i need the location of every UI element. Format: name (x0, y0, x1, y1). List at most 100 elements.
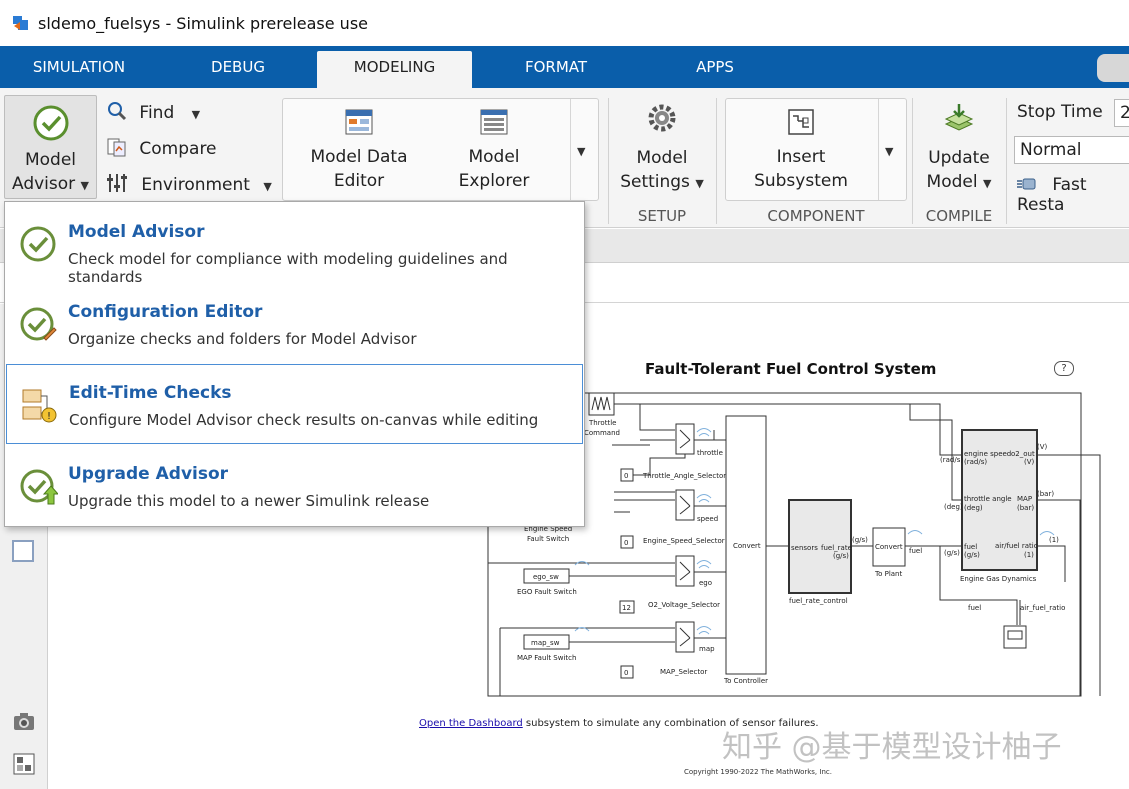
camera-icon[interactable] (12, 710, 36, 732)
model-data-editor-button[interactable]: Model Data Editor (303, 107, 415, 193)
separator (608, 98, 609, 224)
model-browser-icon[interactable] (12, 752, 36, 776)
model-data-editor-label-1: Model Data (310, 147, 408, 167)
component-gallery: Insert Subsystem ▼ (725, 98, 907, 201)
rads-unit: (rad/s) (964, 458, 987, 466)
one-unit: (1) (1024, 551, 1034, 559)
sensors-port-label: sensors (791, 544, 818, 552)
gs-unit-label: (g/s) (852, 536, 868, 544)
svg-text:!: ! (47, 411, 51, 422)
throttle-selector-switch[interactable] (675, 423, 695, 455)
tab-apps[interactable]: APPS (696, 58, 734, 76)
stop-time-input[interactable]: 2 (1114, 99, 1129, 127)
fuel-rate-control-subsystem[interactable] (788, 499, 852, 594)
const-block[interactable] (620, 535, 634, 549)
copyright-text: Copyright 1990-2022 The MathWorks, Inc. (684, 768, 832, 776)
gallery-divider (570, 99, 571, 200)
insert-subsystem-label-2: Subsystem (754, 171, 848, 191)
model-settings-button[interactable]: Model Settings ▼ (612, 102, 712, 196)
tab-format[interactable]: FORMAT (524, 58, 588, 76)
edit-time-checks-icon: ! (22, 389, 57, 423)
map-port: MAP (1017, 495, 1032, 503)
o2-out-port: o2_out (1011, 450, 1035, 458)
tab-simulation[interactable]: SIMULATION (32, 58, 126, 76)
check-circle-pencil-icon (20, 307, 57, 341)
title-bar: sldemo_fuelsys - Simulink prerelease use (0, 0, 1129, 46)
map-fault-label: MAP Fault Switch (517, 654, 576, 662)
map-port-label: map (699, 645, 715, 653)
const-block[interactable] (620, 665, 634, 679)
map-switch-label: map_sw (531, 639, 560, 647)
model-explorer-label-2: Explorer (458, 171, 530, 191)
gallery-expand-chevron-icon[interactable]: ▼ (577, 145, 586, 158)
o2-selector-label: O2_Voltage_Selector (648, 601, 720, 609)
model-settings-label-1: Model (636, 148, 688, 168)
data-editor-icon (345, 109, 373, 135)
const-value-0: 0 (624, 472, 628, 480)
throttle-angle-port: throttle angle (964, 495, 1012, 503)
subsystem-icon (788, 109, 814, 135)
menu-item-upgrade-advisor[interactable]: Upgrade Advisor Upgrade this model to a … (6, 446, 583, 526)
model-advisor-label-1: Model (24, 150, 77, 170)
fast-restart-label: Fast Resta (1017, 175, 1087, 215)
help-question-icon[interactable]: ? (1054, 361, 1074, 376)
find-button[interactable]: Find ▼ (106, 100, 200, 123)
model-explorer-label-1: Model (468, 147, 520, 167)
throttle-selector-label: Throttle_Angle_Selector (642, 472, 726, 480)
fuel-signal-label: fuel (968, 604, 981, 612)
gallery-expand-chevron-icon[interactable]: ▼ (885, 145, 894, 158)
menu-item-title: Model Advisor (68, 222, 205, 242)
chevron-down-icon: ▼ (263, 180, 272, 193)
simulink-app-icon (13, 16, 28, 30)
to-controller-block[interactable] (725, 415, 767, 675)
fast-restart-button[interactable]: Fast Resta (1017, 175, 1129, 215)
model-advisor-button[interactable]: Model Advisor ▼ (4, 95, 97, 199)
tab-modeling[interactable]: MODELING (317, 51, 472, 88)
insert-subsystem-button[interactable]: Insert Subsystem (738, 107, 864, 193)
environment-button[interactable]: Environment ▼ (106, 172, 272, 195)
model-data-editor-label-2: Editor (333, 171, 385, 191)
update-model-label-2: Model (926, 172, 978, 192)
map-selector-switch[interactable] (675, 621, 695, 653)
open-dashboard-link[interactable]: Open the Dashboard (419, 718, 523, 729)
gs-unit: (g/s) (944, 549, 960, 557)
to-plant-block[interactable] (872, 527, 906, 567)
menu-item-title: Edit-Time Checks (69, 383, 232, 403)
engine-selector-label: Engine_Speed_Selector (643, 537, 725, 545)
to-plant-label: To Plant (874, 570, 902, 578)
throttle-command-label-2: Command (584, 429, 620, 437)
throttle-port-label: throttle (697, 449, 723, 457)
menu-item-configuration-editor[interactable]: Configuration Editor Organize checks and… (6, 284, 583, 364)
one-unit: (1) (1049, 536, 1059, 544)
insert-subsystem-label-1: Insert (776, 147, 826, 167)
engine-speed-selector-switch[interactable] (675, 489, 695, 521)
simulation-mode-select[interactable]: Normal (1014, 136, 1129, 164)
throttle-command-block[interactable] (588, 392, 615, 416)
separator (912, 98, 913, 224)
menu-item-description: Upgrade this model to a newer Simulink r… (68, 492, 430, 510)
fast-restart-icon (1017, 178, 1036, 190)
menu-item-model-advisor[interactable]: Model Advisor Check model for compliance… (6, 204, 583, 286)
const-block[interactable] (619, 600, 635, 614)
ribbon-collapse-corner[interactable] (1097, 54, 1129, 82)
menu-item-title: Upgrade Advisor (68, 464, 229, 484)
model-explorer-button[interactable]: Model Explorer (445, 107, 543, 193)
tab-debug[interactable]: DEBUG (211, 58, 265, 76)
rectangle-annotation-icon[interactable] (12, 540, 34, 562)
menu-item-description: Configure Model Advisor check results on… (69, 411, 539, 429)
menu-item-edit-time-checks[interactable]: ! Edit-Time Checks Configure Model Advis… (6, 364, 583, 444)
menu-item-title: Configuration Editor (68, 302, 263, 322)
check-circle-icon (33, 105, 68, 141)
compare-button[interactable]: Compare (106, 136, 217, 159)
fuel-rate-control-label: fuel_rate_control (789, 597, 848, 605)
model-advisor-menu: Model Advisor Check model for compliance… (4, 201, 585, 527)
gs-unit: (g/s) (964, 551, 980, 559)
separator (1006, 98, 1007, 224)
ribbon-tabs: SIMULATION DEBUG MODELING FORMAT APPS (0, 46, 1129, 88)
update-model-button[interactable]: Update Model ▼ (914, 102, 1004, 196)
chevron-down-icon: ▼ (80, 179, 90, 192)
chevron-down-icon: ▼ (695, 177, 704, 190)
menu-item-description: Organize checks and folders for Model Ad… (68, 330, 417, 348)
const-value-0: 0 (624, 669, 628, 677)
o2-selector-switch[interactable] (675, 555, 695, 587)
